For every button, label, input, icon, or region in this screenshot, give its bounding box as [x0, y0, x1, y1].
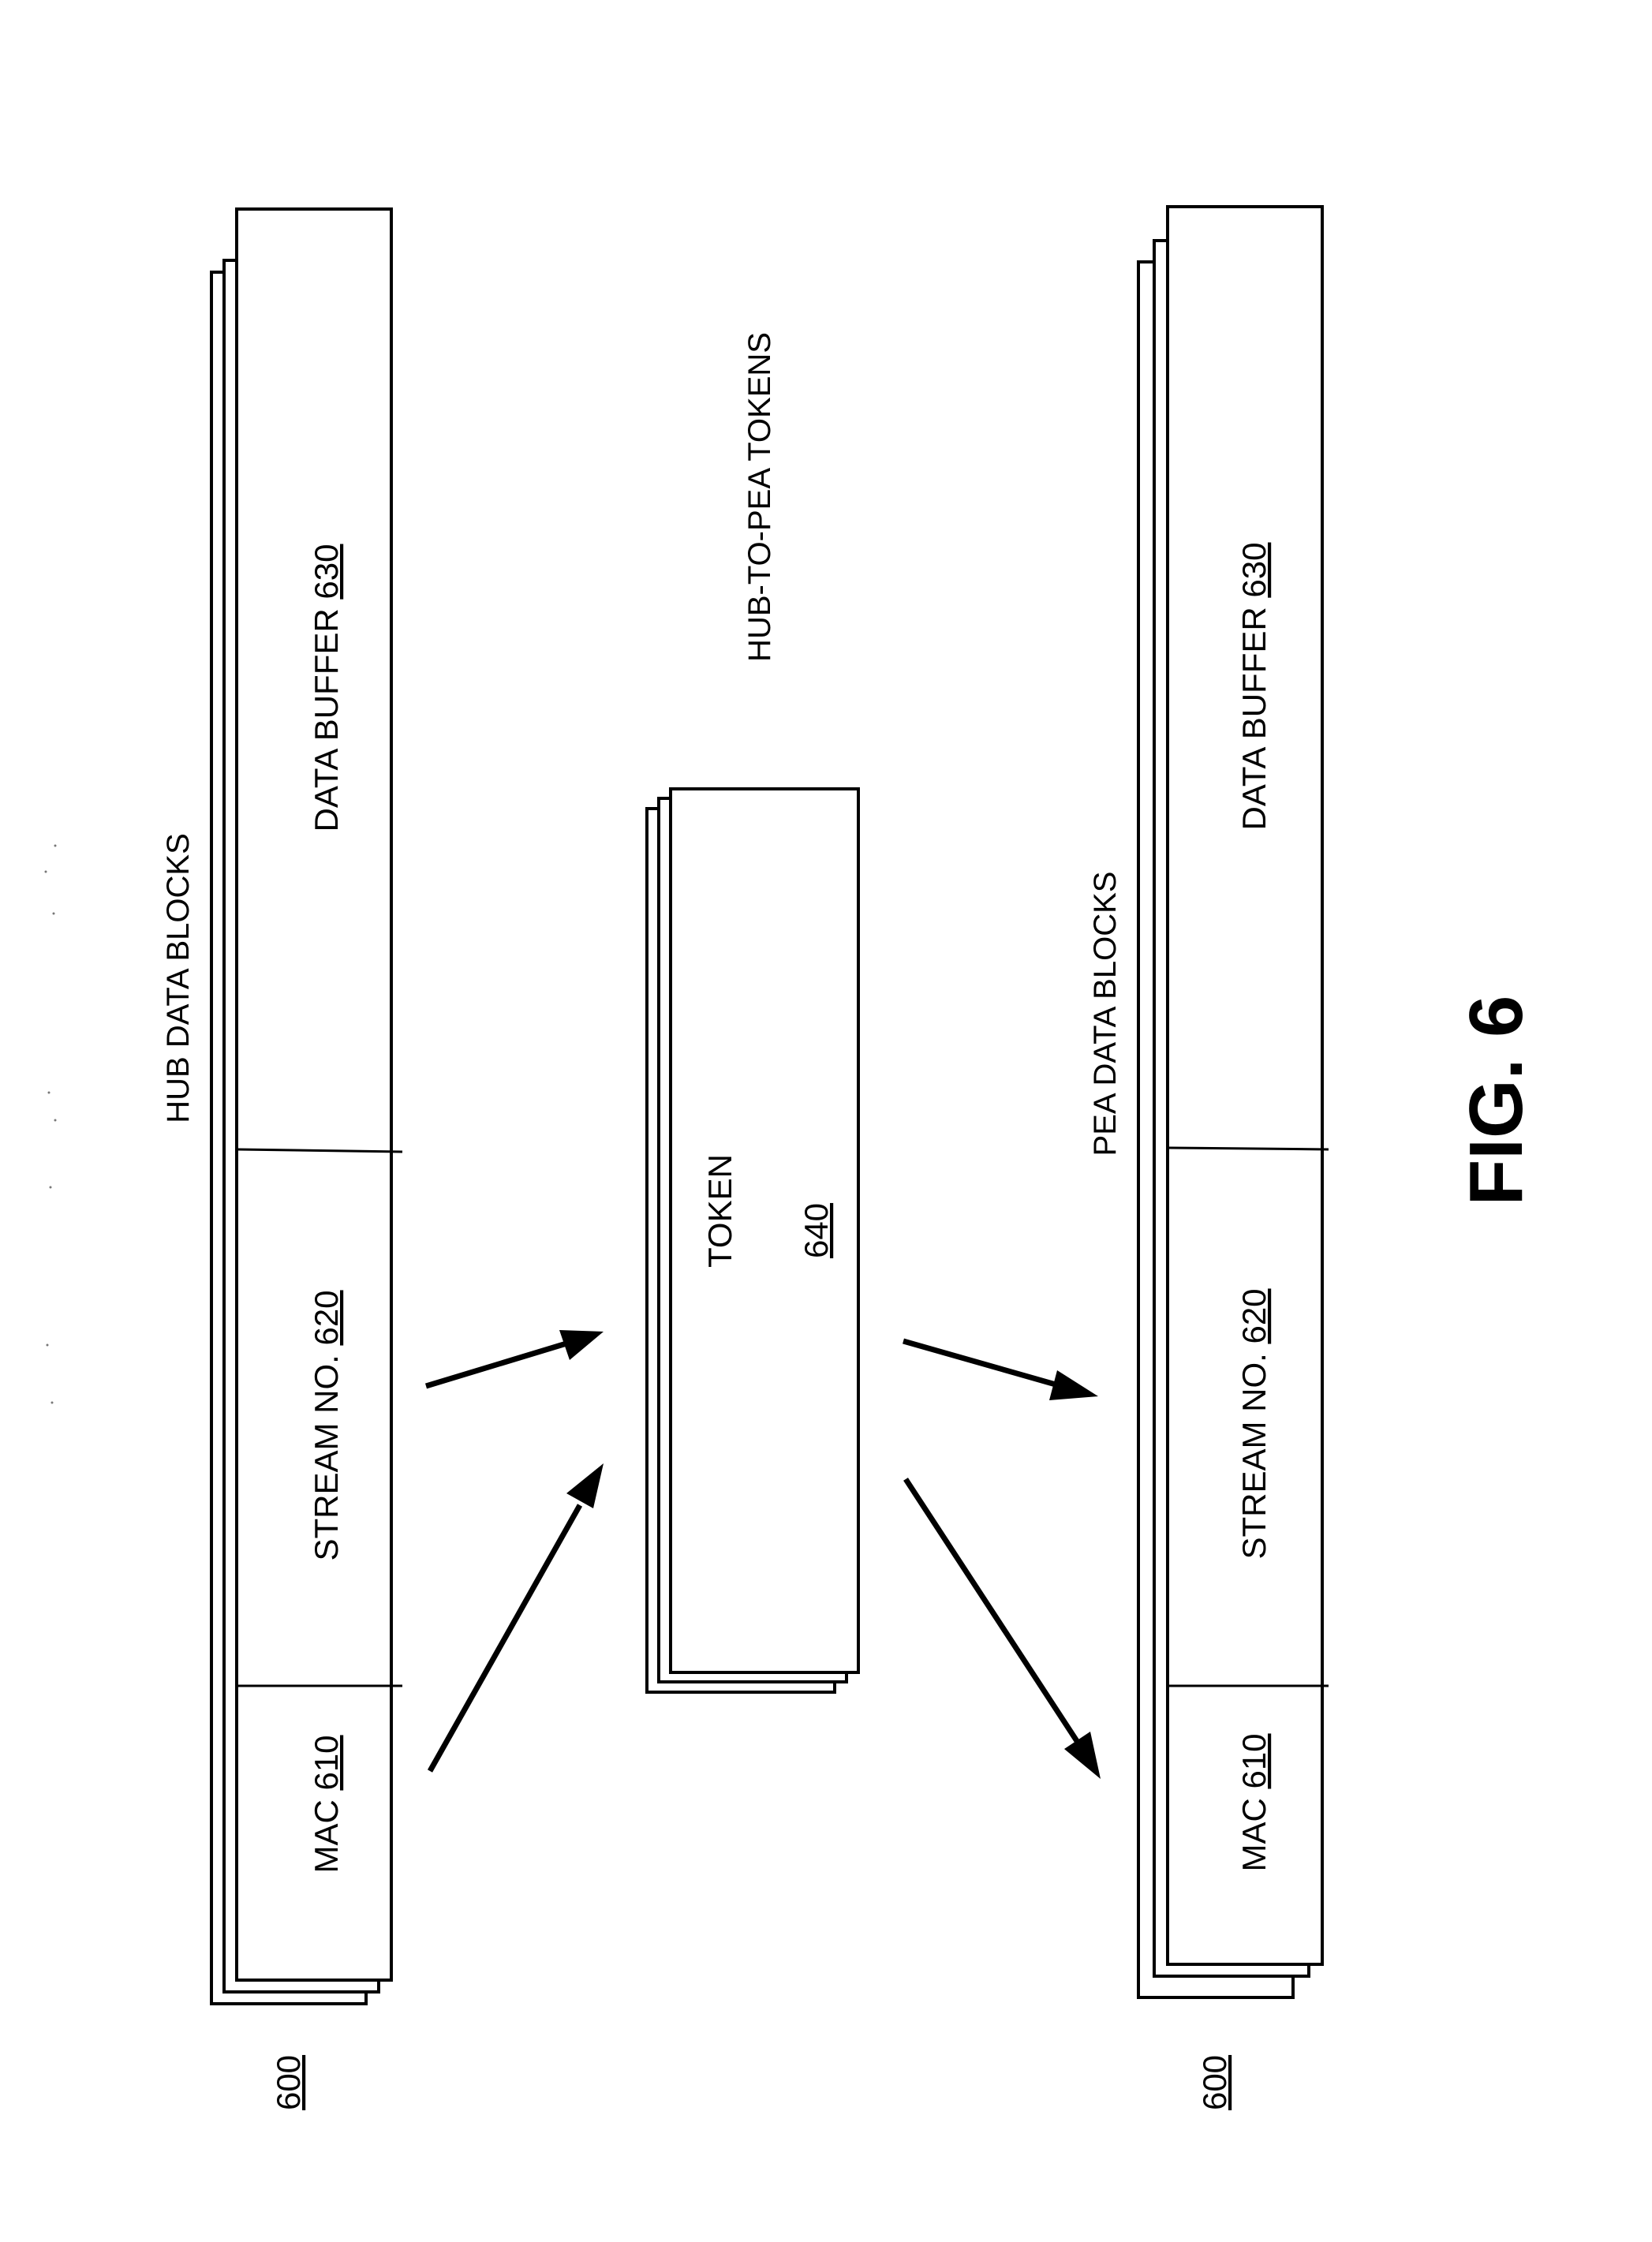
arrow-token-to-pea-mac: [906, 1479, 1101, 1779]
token-group-title: HUB-TO-PEA TOKENS: [742, 332, 777, 662]
pea-group-title: PEA DATA BLOCKS: [1088, 872, 1123, 1156]
pea-stream-label: STREAM NO.: [1235, 1353, 1273, 1559]
hub-block-front: [237, 209, 402, 1980]
hub-stream-label: STREAM NO.: [308, 1355, 345, 1560]
figure-label: FIG. 6: [1454, 996, 1538, 1206]
token-label: TOKEN: [701, 1154, 738, 1268]
arrow-hub-mac-to-token: [430, 1463, 604, 1771]
pea-data-buffer-ref: 630: [1235, 543, 1273, 598]
hub-data-buffer-label: DATA BUFFER: [308, 608, 345, 831]
hub-stream-ref: 620: [308, 1290, 345, 1345]
pea-stream-text: STREAM NO. 620: [1235, 1288, 1273, 1559]
arrow-token-to-pea-stream: [903, 1341, 1098, 1400]
hub-data-buffer-ref: 630: [308, 544, 345, 600]
hub-stream-text: STREAM NO. 620: [308, 1290, 345, 1560]
pea-data-blocks-group: DATA BUFFER 630 STREAM NO. 620 MAC 610 P…: [1088, 207, 1329, 2110]
hub-group-title: HUB DATA BLOCKS: [161, 833, 196, 1123]
token-group: TOKEN 640 HUB-TO-PEA TOKENS: [647, 332, 858, 1692]
pea-mac-text: MAC 610: [1235, 1733, 1273, 1871]
hub-mac-ref: 610: [308, 1735, 345, 1790]
pea-stream-ref: 620: [1235, 1288, 1273, 1343]
arrow-hub-stream-to-token: [426, 1330, 604, 1386]
hub-mac-text: MAC 610: [308, 1735, 345, 1873]
token-ref: 640: [798, 1203, 835, 1258]
hub-group-ref-number: 600: [270, 2055, 307, 2110]
pea-data-buffer-text: DATA BUFFER 630: [1235, 543, 1273, 831]
pea-mac-label: MAC: [1235, 1798, 1273, 1871]
pea-mac-ref: 610: [1235, 1733, 1273, 1788]
hub-data-buffer-text: DATA BUFFER 630: [308, 544, 345, 832]
pea-data-buffer-label: DATA BUFFER: [1235, 607, 1273, 830]
pea-block-front: [1168, 207, 1329, 1964]
hub-mac-label: MAC: [308, 1799, 345, 1873]
scan-specks: [45, 845, 57, 1404]
hub-data-blocks-group: DATA BUFFER 630 STREAM NO. 620 MAC 610 H…: [161, 209, 402, 2110]
pea-group-ref-number: 600: [1196, 2055, 1233, 2110]
